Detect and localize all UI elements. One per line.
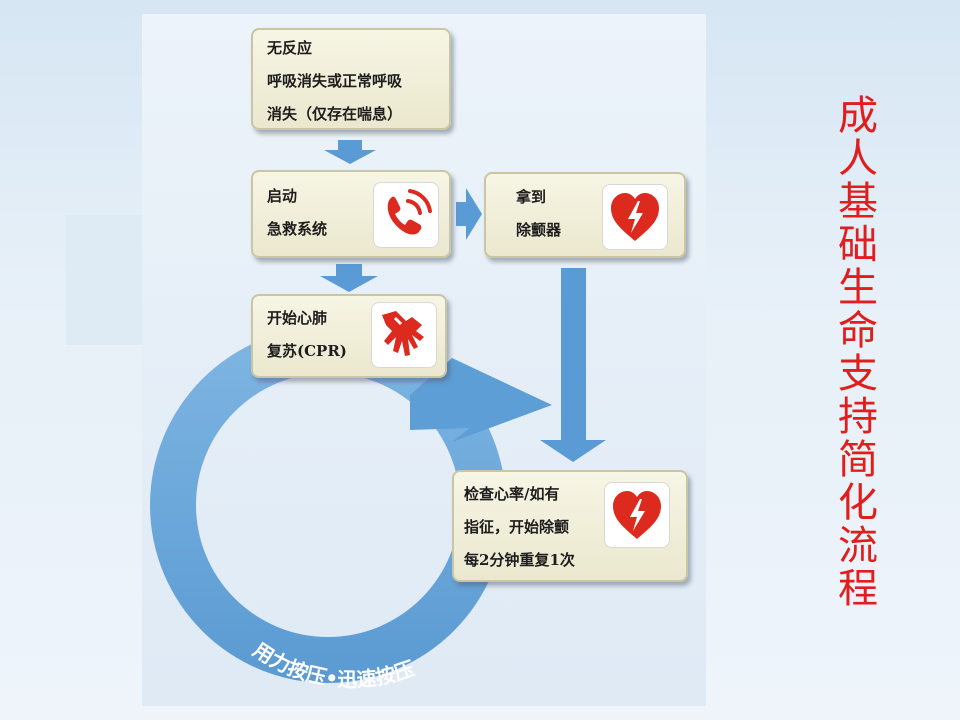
- step-get-aed-line1: 拿到: [516, 188, 547, 206]
- title-char: 成: [838, 93, 878, 139]
- step-check-rhythm-line3: 每2分钟重复1次: [464, 551, 575, 569]
- step-no-response-line2: 呼吸消失或正常呼吸: [267, 72, 403, 90]
- title-char: 生: [838, 265, 878, 311]
- step-start-cpr-box: 开始心肺 复苏(CPR): [251, 294, 447, 378]
- step-no-response-line1: 无反应: [267, 39, 313, 57]
- cpr-loop-arrowhead: [410, 358, 552, 442]
- arrow-down-3: [540, 268, 606, 462]
- title-char: 基: [838, 179, 878, 225]
- step-no-response-box: 无反应 呼吸消失或正常呼吸 消失（仅存在喘息）: [251, 28, 451, 130]
- title-char: 流: [838, 523, 878, 569]
- title-char: 命: [838, 308, 878, 354]
- step-check-rhythm-box: 检查心率/如有 指征，开始除颤 每2分钟重复1次: [452, 470, 688, 582]
- step-start-cpr-line2: 复苏(CPR): [267, 342, 347, 360]
- step-activate-ems-line2: 急救系统: [267, 220, 328, 238]
- step-check-rhythm-line2: 指征，开始除颤: [464, 518, 570, 536]
- step-activate-ems-box: 启动 急救系统: [251, 170, 451, 258]
- title-char: 化: [838, 480, 878, 526]
- title-char: 础: [838, 222, 878, 268]
- step-get-aed-box: 拿到 除颤器: [484, 172, 686, 258]
- step-check-rhythm-line1: 检查心率/如有: [464, 485, 560, 503]
- phone-icon: [373, 182, 439, 248]
- cpr-hands-icon: [371, 302, 437, 368]
- step-activate-ems-line1: 启动: [267, 187, 298, 205]
- title-char: 持: [838, 394, 878, 440]
- title-char: 人: [838, 136, 878, 182]
- title-char: 支: [838, 351, 878, 397]
- arrow-right-1: [456, 188, 482, 240]
- arrow-down-2: [320, 264, 378, 292]
- step-get-aed-line2: 除颤器: [516, 221, 562, 239]
- heart-defibrillator-icon: [602, 184, 668, 250]
- heart-defibrillator-icon: [604, 482, 670, 548]
- title-char: 程: [838, 566, 878, 612]
- slide-title: 成 人 基 础 生 命 支 持 简 化 流 程: [834, 95, 882, 611]
- title-char: 简: [838, 437, 878, 483]
- step-start-cpr-line1: 开始心肺: [267, 309, 328, 327]
- arrow-down-1: [324, 140, 376, 164]
- step-no-response-line3: 消失（仅存在喘息）: [267, 105, 403, 123]
